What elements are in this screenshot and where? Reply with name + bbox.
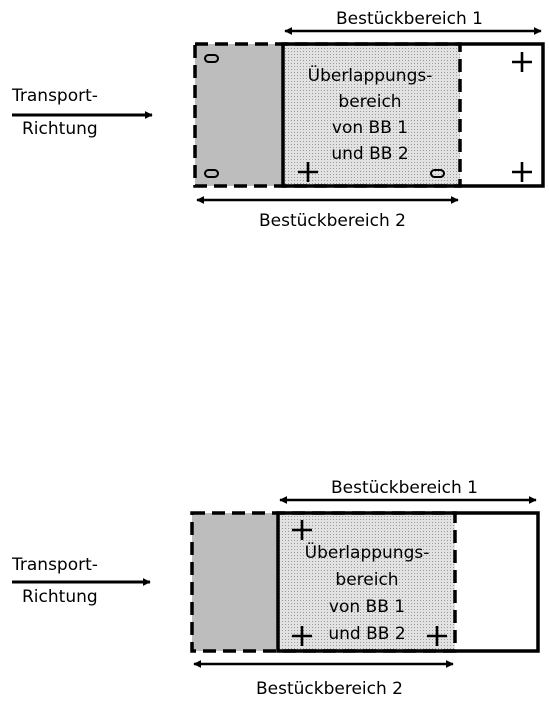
transport-label-line2: Richtung (22, 587, 98, 607)
range1-label: Bestückbereich 1 (336, 9, 483, 29)
transport-label-line2: Richtung (22, 119, 98, 139)
overlap-text-line3: von BB 1 (329, 597, 405, 617)
range2-label: Bestückbereich 2 (259, 211, 406, 231)
overlap-text-line1: Überlappungs- (305, 541, 430, 563)
overlap-text-line2: bereich (335, 570, 398, 590)
range1-label: Bestückbereich 1 (331, 478, 478, 498)
transport-label-line1: Transport- (11, 86, 98, 106)
overlap-text-line4: und BB 2 (328, 624, 405, 644)
overlap-text-line1: Überlappungs- (308, 64, 433, 86)
fiducial-cross-mark (512, 162, 532, 182)
overlap-text-line4: und BB 2 (331, 144, 408, 164)
overlap-text-line3: von BB 1 (332, 118, 408, 138)
fiducial-cross-mark (512, 52, 532, 72)
range2-gray-area (192, 513, 278, 651)
transport-label-line1: Transport- (11, 555, 98, 575)
overlap-text-line2: bereich (338, 92, 401, 112)
range2-gray-area (195, 44, 283, 186)
diagram-2: Transport- Richtung Bestückbereich 1 Bes… (11, 478, 538, 699)
diagram-1: Transport- Richtung Bestückbereich 1 Bes… (11, 9, 543, 231)
range2-label: Bestückbereich 2 (256, 679, 403, 699)
